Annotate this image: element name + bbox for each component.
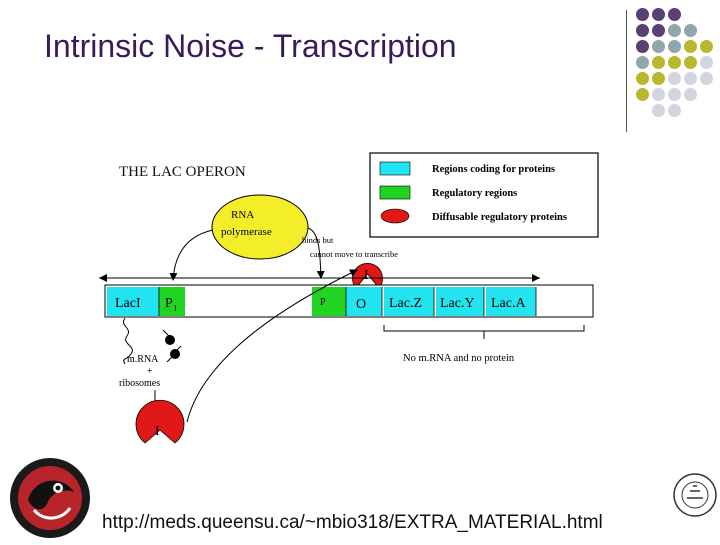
vancouver-life-science-logo — [4, 454, 94, 545]
nih-seal-logo — [672, 466, 718, 529]
decorative-dot — [684, 40, 697, 53]
segment-lacz-label: Lac.Z — [389, 296, 422, 311]
segment-pi-subscript: I — [174, 304, 177, 313]
free-repressor — [135, 399, 185, 444]
segment-p — [312, 287, 346, 316]
decorative-dot — [652, 8, 665, 21]
decorative-dot — [668, 88, 681, 101]
mrna-label: m.RNA — [127, 354, 159, 365]
legend-swatch-coding — [379, 161, 411, 176]
polymerase-label-line2: polymerase — [221, 226, 272, 238]
segment-lacy — [436, 287, 484, 316]
ribosome-strands — [162, 329, 182, 363]
segment-p-label: P — [320, 297, 326, 308]
binds-note-line2: cannot move to transcribe — [310, 249, 398, 259]
decorative-dot — [668, 72, 681, 85]
decorative-dot — [652, 24, 665, 37]
legend: Regions coding for proteins Regulatory r… — [369, 152, 599, 238]
arrow-repressor-to-operator — [186, 269, 358, 423]
decorative-dot — [636, 24, 649, 37]
segment-o — [346, 287, 382, 316]
lac-operon-svg: THE LAC OPERON Regions coding for protei… — [99, 152, 599, 444]
decorative-dot — [700, 72, 713, 85]
decorative-dot — [668, 8, 681, 21]
decorative-dot — [636, 8, 649, 21]
mrna-squiggle — [123, 317, 133, 365]
decorative-dot — [636, 72, 649, 85]
decorative-dot — [652, 88, 665, 101]
decorative-dot — [668, 104, 681, 117]
decorative-dot — [652, 72, 665, 85]
arrowhead-right — [532, 274, 540, 282]
arrow-polymerase-to-pi — [169, 229, 214, 281]
decorative-dot — [668, 24, 681, 37]
decorative-dot — [700, 40, 713, 53]
segment-pi — [159, 287, 185, 316]
decorative-dot — [652, 104, 665, 117]
decorative-dot — [684, 56, 697, 69]
decorative-dot — [668, 56, 681, 69]
plus-label: + — [147, 366, 153, 377]
legend-swatch-regulatory — [379, 185, 411, 200]
decorative-dot — [700, 56, 713, 69]
lac-operon-diagram: THE LAC OPERON Regions coding for protei… — [95, 150, 605, 455]
segment-laci — [107, 287, 159, 316]
binds-note-line1: binds but — [302, 235, 334, 245]
rna-polymerase-ellipse — [211, 194, 309, 260]
slide-title: Intrinsic Noise - Transcription — [44, 28, 457, 64]
segment-laca-label: Lac.A — [491, 296, 526, 311]
segment-pi-label: P — [165, 296, 173, 311]
decorative-dot — [636, 40, 649, 53]
ribosome-1 — [165, 335, 175, 345]
polymerase-label-line1: RNA — [231, 209, 254, 221]
repressor-on-operator — [352, 262, 383, 289]
repressor-on-operator-label: I — [364, 267, 368, 282]
source-url: http://meds.queensu.ca/~mbio318/EXTRA_MA… — [102, 512, 603, 533]
ribosomes-label: ribosomes — [119, 378, 160, 389]
no-mrna-label: No m.RNA and no protein — [403, 353, 515, 364]
decorative-dot — [684, 88, 697, 101]
segment-laci-label: LacI — [115, 296, 141, 311]
title-divider — [626, 10, 627, 132]
decorative-dot — [636, 88, 649, 101]
arrow-polymerase-to-p — [307, 227, 325, 279]
segment-o-label: O — [356, 297, 366, 312]
decorative-dot — [652, 40, 665, 53]
segment-lacz — [384, 287, 434, 316]
diagram-heading: THE LAC OPERON — [119, 164, 246, 180]
genes-brace — [383, 325, 585, 339]
arrowhead-left — [99, 274, 107, 282]
legend-label-regulatory: Regulatory regions — [432, 188, 517, 199]
segment-laca — [486, 287, 536, 316]
decorative-dot — [636, 56, 649, 69]
segment-lacy-label: Lac.Y — [440, 296, 475, 311]
legend-label-repressor: Diffusable regulatory proteins — [432, 212, 567, 223]
legend-label-coding: Regions coding for proteins — [432, 164, 555, 175]
free-repressor-label: I — [155, 424, 160, 439]
decorative-dot — [668, 40, 681, 53]
legend-swatch-repressor — [380, 208, 410, 224]
decorative-dot — [684, 72, 697, 85]
decorative-dot — [684, 24, 697, 37]
decorative-dot — [652, 56, 665, 69]
